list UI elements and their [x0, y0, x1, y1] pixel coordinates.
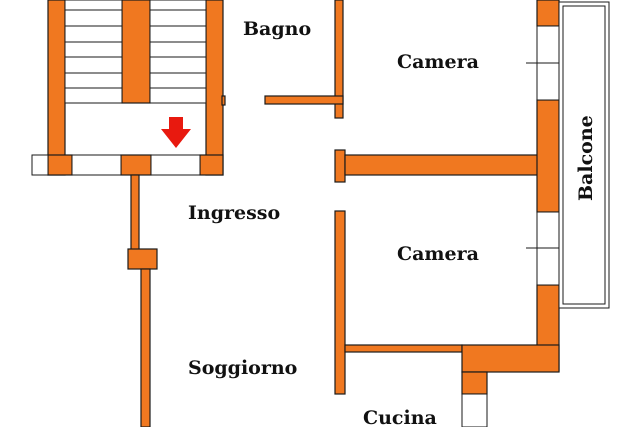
landing-window-left — [71, 154, 122, 176]
stair-steps-left — [64, 0, 123, 104]
room-label-camera-bottom: Camera — [397, 243, 479, 265]
camera-divider-wall — [344, 154, 539, 176]
exterior-wall-middle — [536, 99, 560, 213]
corridor-pillar — [127, 248, 158, 270]
cucina-window — [461, 393, 488, 427]
bagno-wall-vertical — [334, 0, 344, 119]
stairwell-right-wall — [205, 0, 224, 176]
room-label-balcone: Balcone — [575, 115, 597, 201]
camera-divider-stub — [334, 149, 346, 183]
corridor-left-wall-upper — [130, 174, 140, 251]
cucina-wall-block — [461, 344, 560, 373]
room-label-ingresso: Ingresso — [188, 202, 280, 224]
room-label-soggiorno: Soggiorno — [188, 357, 297, 379]
camera-bottom-left-wall — [334, 210, 346, 395]
corridor-left-wall-lower — [140, 268, 151, 427]
staircase — [64, 0, 207, 104]
stairwell-bottom-left — [47, 154, 73, 176]
balcony-inner — [562, 5, 606, 305]
stairwell-bottom-mid — [120, 154, 152, 176]
camera-bottom-bottom-wall — [344, 344, 463, 353]
landing-window-right — [150, 154, 201, 176]
stairwell-left-wall — [47, 0, 66, 176]
stairwell-bottom-right — [199, 154, 224, 176]
balcony — [558, 1, 610, 309]
room-label-camera-top: Camera — [397, 51, 479, 73]
stairwell-stub — [221, 95, 226, 106]
exterior-wall-top — [536, 0, 560, 27]
stairwell-divider — [121, 0, 151, 104]
room-label-cucina: Cucina — [363, 407, 437, 427]
stair-steps-right — [149, 0, 207, 104]
walls — [47, 0, 560, 427]
cucina-wall-post — [461, 371, 488, 395]
bagno-wall-horizontal — [264, 95, 344, 105]
room-label-bagno: Bagno — [243, 18, 311, 40]
left-edge-window — [31, 154, 49, 176]
arrow-down-icon — [161, 117, 191, 148]
